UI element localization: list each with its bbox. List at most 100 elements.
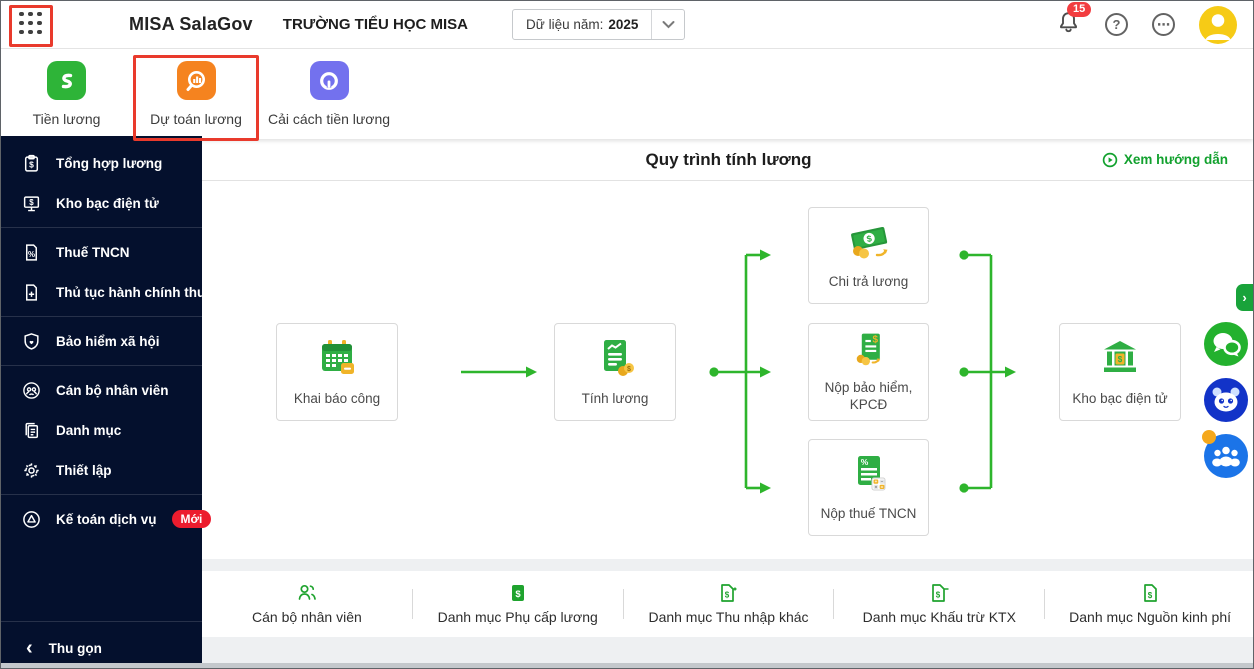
horizontal-scrollbar[interactable] [1,663,1253,668]
sidebar-item-ke-toan-dich-vu[interactable]: Kế toán dịch vụ Mới [1,499,212,539]
sidebar-divider [1,365,202,366]
flow-step-kho-bac-dien-tu[interactable]: $ Kho bạc điện tử [1059,323,1181,421]
du-toan-luong-icon [176,61,216,100]
link-can-bo-nhan-vien[interactable]: Cán bộ nhân viên [202,583,412,625]
link-danh-muc-phu-cap-luong[interactable]: $ Danh mục Phụ cấp lương [413,583,623,625]
sidebar-item-can-bo-nhan-vien[interactable]: Cán bộ nhân viên [1,370,202,410]
tien-luong-icon [47,61,86,100]
module-tab-du-toan-luong[interactable]: Dự toán lương [134,57,258,127]
assistant-panda-button[interactable] [1204,378,1248,422]
divider [1044,589,1046,619]
notification-dot [1202,430,1216,444]
cai-cach-tien-luong-icon [309,61,349,100]
svg-text:$: $ [1118,355,1123,364]
expand-panel-tab[interactable]: › [1236,284,1253,311]
year-select-dropdown[interactable]: Dữ liệu năm: 2025 [512,9,686,40]
sidebar-item-label: Tổng hợp lương [56,155,163,171]
sidebar-spacer [1,539,202,617]
svg-text:$: $ [627,366,631,373]
community-button[interactable] [1202,430,1248,478]
link-danh-muc-thu-nhap-khac[interactable]: $ Danh mục Thu nhập khác [624,583,834,625]
sidebar-item-label: Thủ tục hành chính thuế [56,284,213,300]
monitor-dollar-icon: $ [23,195,40,211]
svg-text:$: $ [1148,591,1153,600]
sidebar-item-thue-tncn[interactable]: % Thuế TNCN [1,232,202,272]
bottom-link-label: Danh mục Phụ cấp lương [437,609,598,625]
people-circle-icon [23,381,40,399]
module-label: Tiền lương [32,111,101,127]
page-title: Quy trình tính lương [645,149,812,169]
module-label: Dự toán lương [150,111,242,127]
new-badge: Mới [171,510,212,528]
user-avatar[interactable] [1199,5,1237,44]
payroll-document-icon: $ [604,339,634,376]
money-payout-icon: $ [850,227,887,259]
collapse-label: Thu gọn [48,640,102,656]
flow-step-label: Khai báo công [293,390,381,406]
chat-support-button[interactable] [1204,322,1248,366]
svg-text:%: % [28,250,35,259]
sidebar-item-label: Kế toán dịch vụ [56,511,157,527]
view-guide-link[interactable]: Xem hướng dẫn [1102,139,1228,180]
main-content: Quy trình tính lương Xem hướng dẫn [202,139,1253,637]
module-label: Cải cách tiền lương [267,111,391,127]
chevron-right-icon: › [1242,290,1247,305]
ellipsis-icon: ⋯ [1157,16,1170,32]
bottom-links-panel: Cán bộ nhân viên $ Danh mục Phụ cấp lươn… [202,571,1253,637]
divider [833,589,835,619]
sidebar-divider [1,227,202,228]
flow-step-khai-bao-cong[interactable]: Khai báo công [276,323,398,421]
sidebar-item-bao-hiem-xa-hoi[interactable]: Bảo hiểm xã hội [1,321,202,361]
more-options-button[interactable]: ⋯ [1152,13,1175,36]
sidebar-item-danh-muc[interactable]: Danh mục [1,410,202,450]
year-select-value: 2025 [608,17,639,32]
sidebar-item-tong-hop-luong[interactable]: $ Tổng hợp lương [1,143,202,183]
people-icon [298,584,316,600]
sidebar-item-label: Kho bạc điện tử [56,195,159,211]
flow-step-nop-thue-tncn[interactable]: % + − × = Nộp thuế TNCN [808,439,929,536]
link-danh-muc-nguon-kinh-phi[interactable]: $ Danh mục Nguồn kinh phí [1045,583,1253,625]
notification-badge: 15 [1067,2,1092,17]
service-logo-icon [23,510,40,528]
notifications-button[interactable]: 15 [1056,2,1092,40]
main-header: Quy trình tính lương Xem hướng dẫn [202,139,1253,181]
svg-text:%: % [860,457,868,467]
documents-icon [25,422,39,438]
svg-text:−: − [880,479,883,484]
sidebar-divider [1,621,202,622]
bottom-link-label: Danh mục Thu nhập khác [648,609,809,625]
sidebar-item-thu-tuc-hanh-chinh-thue[interactable]: Thủ tục hành chính thuế [1,272,213,312]
document-dollar-minus-icon: $ [932,584,949,602]
help-button[interactable]: ? [1105,13,1128,36]
chevron-down-icon[interactable] [652,20,684,29]
sidebar-item-label: Danh mục [56,422,122,438]
flow-step-label: Chi trả lương [828,274,909,290]
organization-name: TRƯỜNG TIỂU HỌC MISA [282,16,469,33]
people-group-icon [1212,446,1240,467]
flow-step-chi-tra-luong[interactable]: $ Chi trả lương [808,207,929,304]
apps-grid-icon[interactable] [19,11,45,38]
divider [411,589,413,619]
sidebar-collapse-button[interactable]: ‹ Thu gọn [1,626,202,668]
sidebar-item-thiet-lap[interactable]: Thiết lập [1,450,202,490]
year-select-label: Dữ liệu năm: [526,17,604,32]
clipboard-dollar-icon: $ [24,154,39,172]
document-percent-icon: % [26,243,37,261]
flow-step-tinh-luong[interactable]: $ Tính lương [554,323,676,421]
panda-icon [1212,387,1240,412]
flow-step-label: Tính lương [581,390,649,406]
module-tab-cai-cach-tien-luong[interactable]: Cải cách tiền lương [254,57,404,127]
sidebar-item-kho-bac-dien-tu[interactable]: $ Kho bạc điện tử [1,183,202,223]
salary-process-flowchart: Khai báo công $ Tính lương [202,181,1253,559]
svg-text:$: $ [29,198,34,207]
document-dollar-plus-icon: $ [721,584,737,602]
flow-step-nop-bao-hiem-kpcd[interactable]: $ Nộp bảo hiểm, KPCĐ [808,323,929,421]
sidebar-item-label: Cán bộ nhân viên [56,382,169,398]
bottom-link-label: Danh mục Khấu trừ KTX [862,609,1016,625]
module-tab-tien-luong[interactable]: Tiền lương [19,57,114,127]
treasury-bank-icon: $ [1104,340,1136,372]
link-danh-muc-khau-tru-ktx[interactable]: $ Danh mục Khấu trừ KTX [834,583,1044,625]
flow-step-label: Nộp bảo hiểm, KPCĐ [824,379,913,413]
svg-text:×: × [874,485,877,490]
svg-text:$: $ [872,335,878,346]
